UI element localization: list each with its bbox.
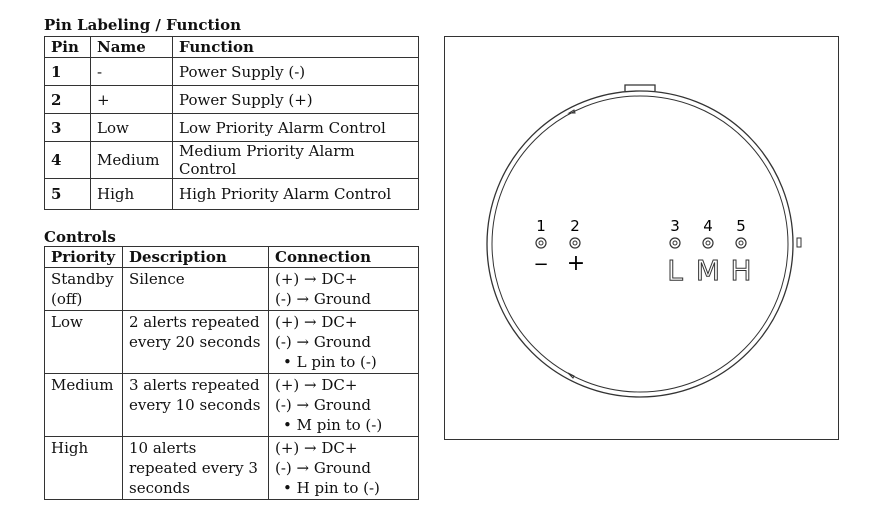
connection-cell: (+) → DC+ (-) → Ground • M pin to (-) — [268, 373, 419, 437]
pin-number: 1 — [44, 57, 91, 86]
pin-function: Power Supply (-) — [172, 57, 419, 86]
pin-hole — [569, 237, 581, 249]
pin-number: 3 — [44, 113, 91, 142]
description-text: 2 alerts repeated — [129, 313, 260, 331]
table-row: High 10 alerts repeated every 3 seconds … — [44, 436, 419, 500]
column-header-priority: Priority — [44, 246, 123, 268]
connection-line: (+) → DC+ — [275, 439, 358, 457]
plus-symbol: + — [567, 251, 585, 276]
table-row: 3 Low Low Priority Alarm Control — [44, 113, 419, 142]
priority-text: Medium — [51, 376, 114, 394]
pin-function: High Priority Alarm Control — [172, 178, 419, 210]
pin-labeling-table: Pin Name Function 1 - Power Supply (-) 2… — [44, 36, 419, 210]
pin-hole — [535, 237, 547, 249]
connection-cell: (+) → DC+ (-) → Ground • H pin to (-) — [268, 436, 419, 500]
pin-hole — [702, 237, 714, 249]
outer-ring — [624, 84, 656, 91]
priority-text: Low — [51, 313, 83, 331]
connection-line: (-) → Ground — [275, 333, 371, 351]
connection-line: (+) → DC+ — [275, 270, 358, 288]
description-text: seconds — [129, 479, 190, 497]
connector-diagram-frame: 1 2 3 4 5 − + L M H — [444, 36, 839, 440]
description-text: every 20 seconds — [129, 333, 261, 351]
table-row: Low 2 alerts repeated every 20 seconds (… — [44, 310, 419, 374]
pin-number-label: 1 — [536, 217, 546, 235]
connection-line: (+) → DC+ — [275, 376, 358, 394]
pin-number: 5 — [44, 178, 91, 210]
table-row: Standby (off) Silence (+) → DC+ (-) → Gr… — [44, 267, 419, 311]
pin-table-title: Pin Labeling / Function — [44, 16, 241, 34]
description-cell: 3 alerts repeated every 10 seconds — [122, 373, 269, 437]
pin-name: - — [90, 57, 173, 86]
column-header-pin: Pin — [44, 36, 91, 58]
connection-cell: (+) → DC+ (-) → Ground — [268, 267, 419, 311]
table-row: Medium 3 alerts repeated every 10 second… — [44, 373, 419, 437]
connection-line: (-) → Ground — [275, 396, 371, 414]
pin-hole — [669, 237, 681, 249]
ring-tick — [796, 237, 802, 248]
priority-cell: Low — [44, 310, 123, 374]
table-row: 5 High High Priority Alarm Control — [44, 178, 419, 210]
connection-line: (-) → Ground — [275, 290, 371, 308]
pin-number: 2 — [44, 85, 91, 114]
pin-function: Power Supply (+) — [172, 85, 419, 114]
priority-text: (off) — [51, 290, 83, 308]
description-cell: 10 alerts repeated every 3 seconds — [122, 436, 269, 500]
priority-cell: Medium — [44, 373, 123, 437]
minus-symbol: − — [533, 254, 548, 275]
priority-cell: Standby (off) — [44, 267, 123, 311]
connection-line: (+) → DC+ — [275, 313, 358, 331]
connector-diagram: 1 2 3 4 5 − + L M H — [486, 84, 802, 398]
connection-bullet: • H pin to (-) — [283, 479, 380, 497]
description-text: Silence — [129, 270, 185, 288]
priority-text: Standby — [51, 270, 114, 288]
pin-number-label: 2 — [570, 217, 580, 235]
pin-name: Medium — [90, 141, 173, 179]
ring-tick — [567, 109, 576, 114]
controls-table-title: Controls — [44, 228, 116, 246]
pin-name: Low — [90, 113, 173, 142]
column-header-description: Description — [122, 246, 269, 268]
outer-ring — [486, 90, 794, 398]
pin-number-label: 5 — [736, 217, 746, 235]
column-header-connection: Connection — [268, 246, 419, 268]
pin-function: Medium Priority Alarm Control — [172, 141, 419, 179]
connection-bullet: • L pin to (-) — [283, 353, 377, 371]
table-row: 4 Medium Medium Priority Alarm Control — [44, 141, 419, 179]
description-text: repeated every 3 — [129, 459, 258, 477]
description-cell: Silence — [122, 267, 269, 311]
description-text: 3 alerts repeated — [129, 376, 260, 394]
pin-function: Low Priority Alarm Control — [172, 113, 419, 142]
description-text: every 10 seconds — [129, 396, 261, 414]
controls-table-header-row: Priority Description Connection — [44, 246, 419, 268]
medium-pin-symbol: M — [696, 254, 720, 287]
column-header-function: Function — [172, 36, 419, 58]
pin-hole — [735, 237, 747, 249]
pin-number-label: 4 — [703, 217, 713, 235]
priority-text: High — [51, 439, 89, 457]
description-cell: 2 alerts repeated every 20 seconds — [122, 310, 269, 374]
pin-table-header-row: Pin Name Function — [44, 36, 419, 58]
controls-table: Priority Description Connection Standby … — [44, 246, 419, 500]
pin-number-label: 3 — [670, 217, 680, 235]
connection-line: (-) → Ground — [275, 459, 371, 477]
pin-name: High — [90, 178, 173, 210]
pin-number: 4 — [44, 141, 91, 179]
column-header-name: Name — [90, 36, 173, 58]
inner-ring — [491, 95, 789, 393]
connection-cell: (+) → DC+ (-) → Ground • L pin to (-) — [268, 310, 419, 374]
connection-bullet: • M pin to (-) — [283, 416, 383, 434]
priority-cell: High — [44, 436, 123, 500]
table-row: 2 + Power Supply (+) — [44, 85, 419, 114]
pin-name: + — [90, 85, 173, 114]
table-row: 1 - Power Supply (-) — [44, 57, 419, 86]
ring-tick — [567, 372, 575, 379]
description-text: 10 alerts — [129, 439, 197, 457]
low-pin-symbol: L — [667, 254, 683, 287]
high-pin-symbol: H — [730, 254, 751, 287]
